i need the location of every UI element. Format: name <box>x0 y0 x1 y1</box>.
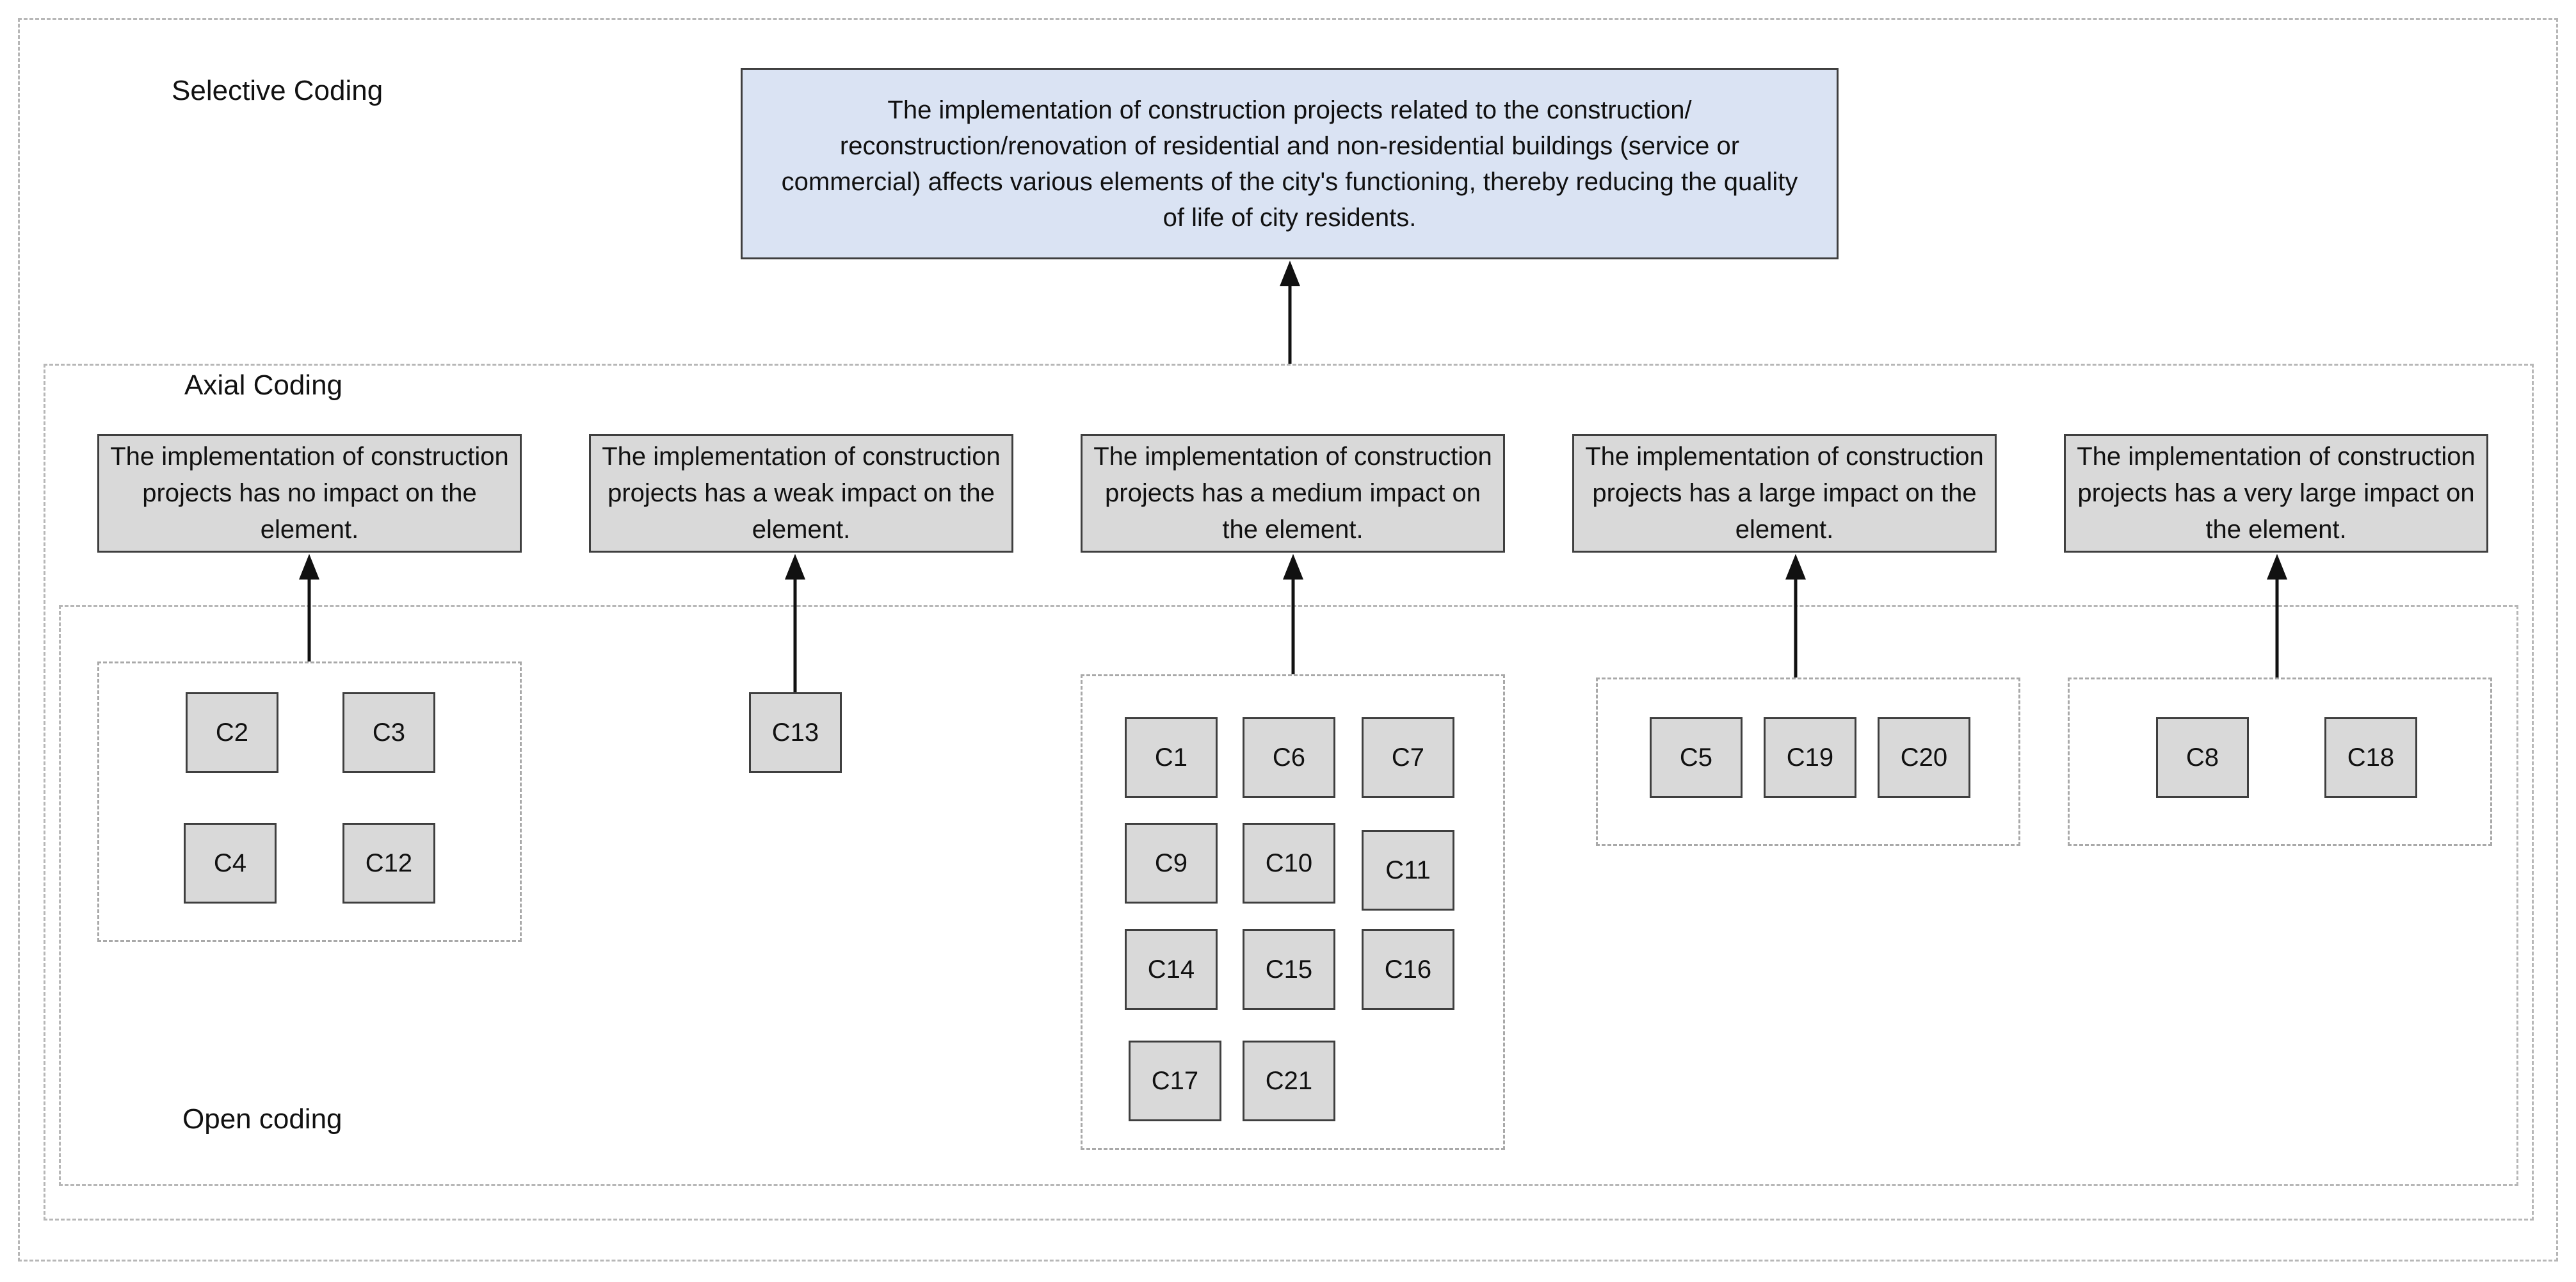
code-box: C14 <box>1125 929 1218 1010</box>
code-box: C4 <box>184 823 277 904</box>
arrowhead-medium-impact <box>1283 554 1303 580</box>
code-label: C2 <box>215 718 249 747</box>
selective-coding-frame <box>18 18 2558 1262</box>
code-box: C13 <box>749 692 842 773</box>
code-label: C12 <box>365 848 413 877</box>
code-label: C9 <box>1154 848 1188 877</box>
code-box: C19 <box>1764 717 1856 798</box>
code-box: C6 <box>1243 717 1335 798</box>
code-box: C9 <box>1125 823 1218 904</box>
code-label: C16 <box>1384 955 1432 984</box>
code-group-no-impact <box>97 661 522 942</box>
axial-coding-frame <box>44 364 2534 1221</box>
axial-category-large-impact: The implementation of construction proje… <box>1572 434 1997 553</box>
code-label: C13 <box>771 718 819 747</box>
arrowhead-very-large-impact <box>2267 554 2287 580</box>
code-label: C8 <box>2186 743 2219 772</box>
code-box: C10 <box>1243 823 1335 904</box>
open-coding-frame <box>59 605 2518 1186</box>
code-box: C18 <box>2324 717 2417 798</box>
code-box: C15 <box>1243 929 1335 1010</box>
arrowhead-core <box>1280 261 1300 286</box>
code-label: C6 <box>1272 743 1306 772</box>
code-label: C5 <box>1679 743 1713 772</box>
code-box: C16 <box>1362 929 1454 1010</box>
code-box: C17 <box>1129 1041 1221 1121</box>
core-category-box: The implementation of construction proje… <box>741 68 1839 259</box>
arrowhead-weak-impact <box>785 554 805 580</box>
code-label: C20 <box>1900 743 1948 772</box>
core-category-text: The implementation of construction proje… <box>781 95 1798 232</box>
axial-category-text: The implementation of construction proje… <box>2077 442 2475 544</box>
code-label: C3 <box>372 718 406 747</box>
axial-category-medium-impact: The implementation of construction proje… <box>1081 434 1505 553</box>
code-label: C1 <box>1154 743 1188 772</box>
code-box: C20 <box>1878 717 1970 798</box>
code-label: C18 <box>2347 743 2395 772</box>
code-box: C11 <box>1362 830 1454 911</box>
axial-category-text: The implementation of construction proje… <box>110 442 509 544</box>
code-box: C21 <box>1243 1041 1335 1121</box>
code-box: C8 <box>2156 717 2249 798</box>
code-box: C1 <box>1125 717 1218 798</box>
code-label: C7 <box>1391 743 1425 772</box>
code-label: C11 <box>1385 856 1431 884</box>
axial-category-text: The implementation of construction proje… <box>1585 442 1984 544</box>
code-label: C10 <box>1265 848 1313 877</box>
axial-category-very-large-impact: The implementation of construction proje… <box>2064 434 2488 553</box>
axial-category-weak-impact: The implementation of construction proje… <box>589 434 1013 553</box>
axial-category-text: The implementation of construction proje… <box>1093 442 1492 544</box>
code-label: C19 <box>1786 743 1834 772</box>
code-group-very-large-impact <box>2068 678 2492 846</box>
code-box: C7 <box>1362 717 1454 798</box>
arrowhead-no-impact <box>299 554 319 580</box>
code-label: C17 <box>1151 1066 1199 1095</box>
axial-coding-label: Axial Coding <box>184 369 343 401</box>
code-box: C2 <box>186 692 278 773</box>
code-label: C14 <box>1147 955 1195 984</box>
selective-coding-label: Selective Coding <box>172 75 383 106</box>
code-group-medium-impact <box>1081 674 1505 1150</box>
open-coding-label: Open coding <box>182 1103 342 1135</box>
axial-category-no-impact: The implementation of construction proje… <box>97 434 522 553</box>
code-box: C12 <box>342 823 435 904</box>
code-label: C4 <box>213 848 247 877</box>
code-label: C21 <box>1265 1066 1313 1095</box>
code-box: C5 <box>1650 717 1743 798</box>
code-group-large-impact <box>1596 678 2020 846</box>
code-label: C15 <box>1265 955 1313 984</box>
axial-category-text: The implementation of construction proje… <box>602 442 1001 544</box>
arrowhead-large-impact <box>1785 554 1806 580</box>
code-box: C3 <box>342 692 435 773</box>
